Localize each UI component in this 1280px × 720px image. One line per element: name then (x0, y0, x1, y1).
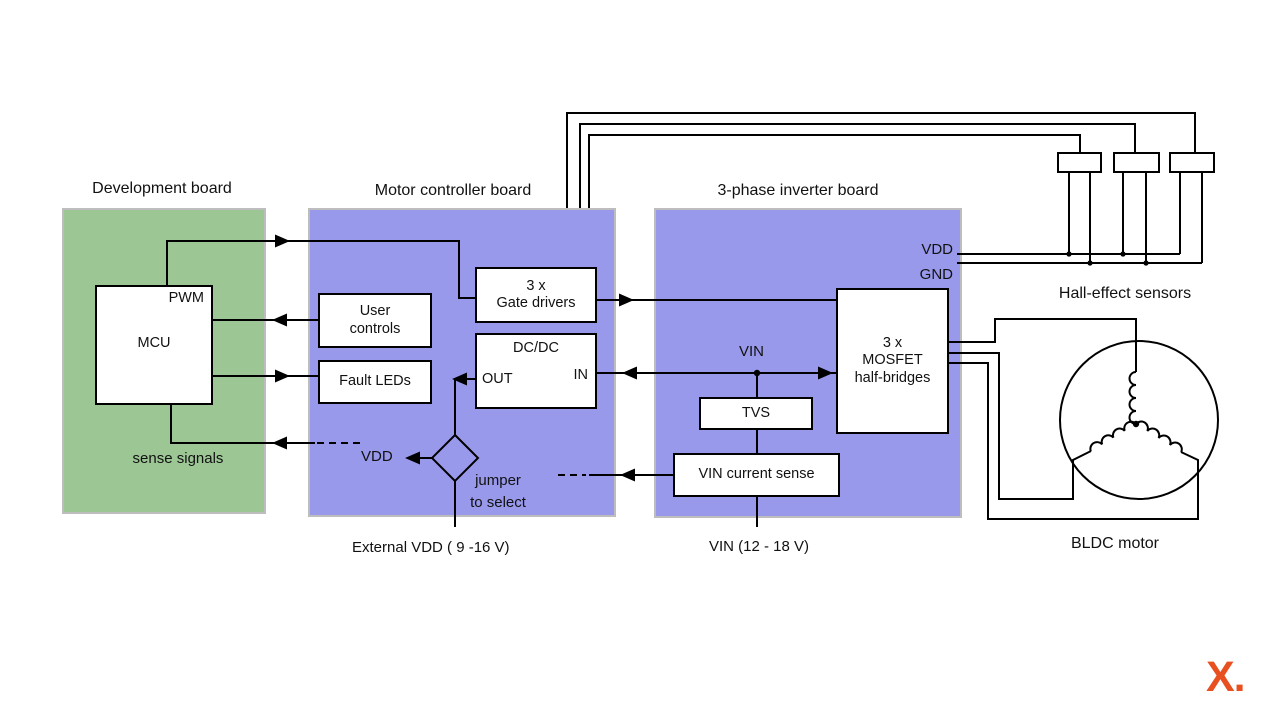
phase-wire-3 (949, 362, 1199, 520)
dcdc-out-wire (454, 378, 475, 435)
arrowheads-and-junctions (272, 234, 1149, 482)
arrow-jumper-vdd-left (405, 451, 420, 465)
gnd-rail-dot-1 (1087, 260, 1093, 266)
arrow-sense-left (272, 436, 287, 450)
inverter-board-title: 3-phase inverter board (717, 182, 879, 199)
motor-controller-board-title: Motor controller board (374, 182, 532, 199)
vin-current-sense-block: VIN current sense (673, 453, 840, 497)
dcdc-out-pin: OUT (482, 371, 513, 387)
motor-circle (1059, 340, 1219, 500)
arrow-usercontrols-left (272, 313, 287, 327)
hall-bus-3 (588, 134, 1081, 208)
arrow-dcdc-out-left (452, 372, 467, 386)
vin-junction-dot (753, 369, 761, 377)
fault-leds-block: Fault LEDs (318, 360, 432, 404)
arrow-vin-in-left (622, 366, 637, 380)
arrow-faultleds-right (275, 369, 290, 383)
hall-sensor-2 (1113, 152, 1160, 173)
arrow-vin-mosfet-right (818, 366, 833, 380)
development-board-title: Development board (92, 180, 232, 197)
mcu-pwm-pin-label: PWM (168, 290, 204, 306)
sense-wire (170, 405, 315, 444)
bldc-motor-title: BLDC motor (1070, 535, 1160, 552)
wires-group (166, 112, 1219, 527)
vdd-gnd-rails (957, 253, 1202, 264)
vdd-rail-dot-2 (1120, 251, 1126, 257)
motor-star-dot (1132, 420, 1140, 428)
phase-wire-1 (949, 318, 1137, 372)
vdd-pin-label: VDD (921, 241, 953, 258)
dcdc-label: DC/DC (513, 340, 559, 356)
winding-top (1128, 371, 1137, 425)
vin-supply-label: VIN (12 - 18 V) (708, 538, 810, 555)
vin-node-label: VIN (739, 343, 765, 360)
hall-bus-2 (579, 123, 1136, 208)
winding-left (1089, 420, 1137, 452)
gnd-rail-dot-2 (1143, 260, 1149, 266)
mosfet-block: 3 x MOSFET half-bridges (836, 288, 949, 434)
winding-right (1135, 420, 1183, 453)
arrow-pwm-right (275, 234, 290, 248)
mcu-label: MCU (137, 335, 171, 351)
sense-signals-label: sense signals (132, 450, 224, 467)
dcdc-block: DC/DC OUT IN (475, 333, 597, 409)
vdd-jumper-label: VDD (361, 448, 393, 465)
tvs-block: TVS (699, 397, 813, 430)
arrow-currentsense-left (620, 468, 635, 482)
user-controls-block: User controls (318, 293, 432, 348)
hall-sensor-3 (1169, 152, 1215, 173)
phase-wire-2 (949, 352, 1092, 500)
brand-logo: X. (1206, 653, 1246, 701)
pwm-wire (166, 240, 475, 299)
jumper-note-label: jumper to select (470, 472, 526, 511)
mcu-block: PWM MCU (95, 285, 213, 405)
vdd-rail-dot-1 (1066, 251, 1072, 257)
arrow-gate-right (619, 293, 634, 307)
external-vdd-label: External VDD ( 9 -16 V) (352, 539, 510, 556)
hall-bus-1 (566, 112, 1196, 208)
hall-sensors-title: Hall-effect sensors (1058, 285, 1192, 302)
hall-sensor-1 (1057, 152, 1102, 173)
hall-sensor-legs (1068, 173, 1203, 263)
gate-drivers-block: 3 x Gate drivers (475, 267, 597, 323)
dcdc-in-pin: IN (573, 367, 589, 383)
gnd-pin-label: GND (919, 266, 953, 283)
